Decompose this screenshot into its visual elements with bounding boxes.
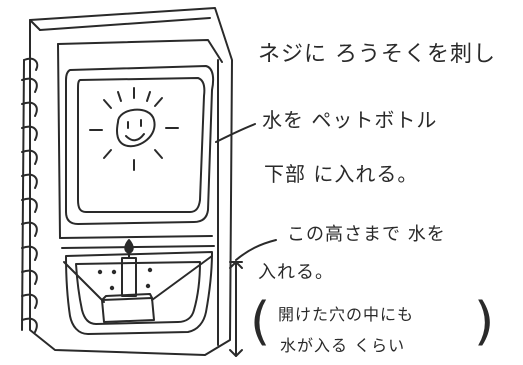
pointer-line-upper: [215, 123, 256, 143]
bottle-waist: [59, 235, 215, 249]
pointer-line-lower: [235, 239, 277, 261]
screw-cap: [101, 293, 155, 323]
bottle-ribs: [21, 57, 39, 333]
height-arrow-icon: [229, 261, 243, 357]
bottle-body: [29, 7, 233, 356]
annotation-water-to-height: この高さまで 水を: [287, 224, 446, 245]
candle-icon: [121, 239, 137, 297]
smiling-sun-icon: [89, 87, 179, 171]
annotation-put-in-bottle-bottom: 下部 に入れる。: [264, 162, 419, 186]
annotation-candle-on-screw: ネジに ろうそくを刺し: [258, 42, 496, 67]
lower-cup: [63, 251, 213, 335]
open-paren: (: [250, 292, 271, 352]
annotation-water-enters: 水が入る くらい: [280, 336, 406, 355]
annotation-into-holes: 開けた穴の中にも: [278, 305, 415, 324]
annotation-fill: 入れる。: [258, 262, 334, 283]
annotation-put-in-bottle: 水を ペットボトル: [262, 108, 438, 132]
label-panel: [65, 65, 215, 225]
holes: [97, 267, 153, 291]
close-paren: ): [474, 292, 495, 352]
